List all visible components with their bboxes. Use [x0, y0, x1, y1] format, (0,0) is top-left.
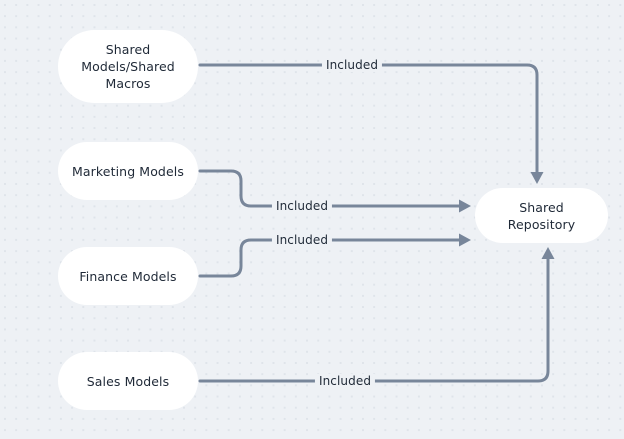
edge-label-edge-finance-models-to-repository: Included — [271, 233, 333, 247]
edge-arrowhead — [459, 233, 471, 247]
edge-arrowhead — [530, 172, 544, 184]
edge-label-edge-shared-models-to-repository: Included — [321, 58, 383, 72]
edge-line — [198, 169, 461, 208]
node-label: Shared Models/Shared Macros — [81, 42, 175, 91]
edge-line — [198, 63, 539, 174]
node-marketing-models[interactable]: Marketing Models — [58, 142, 198, 200]
node-shared-models-shared-macros[interactable]: Shared Models/Shared Macros — [58, 30, 198, 103]
edge-line — [198, 238, 461, 278]
node-shared-repository[interactable]: Shared Repository — [475, 188, 608, 243]
node-sales-models[interactable]: Sales Models — [58, 352, 198, 410]
node-label: Sales Models — [86, 373, 170, 389]
edge-label-edge-sales-models-to-repository: Included — [314, 374, 376, 388]
edge-line — [198, 257, 550, 383]
node-finance-models[interactable]: Finance Models — [58, 247, 198, 305]
edge-arrowhead — [541, 247, 555, 259]
edge-arrowhead — [459, 199, 471, 213]
edge-label-edge-marketing-models-to-repository: Included — [271, 199, 333, 213]
node-label: Marketing Models — [72, 163, 184, 179]
node-label: Shared Repository — [507, 199, 576, 232]
node-label: Finance Models — [79, 268, 177, 284]
